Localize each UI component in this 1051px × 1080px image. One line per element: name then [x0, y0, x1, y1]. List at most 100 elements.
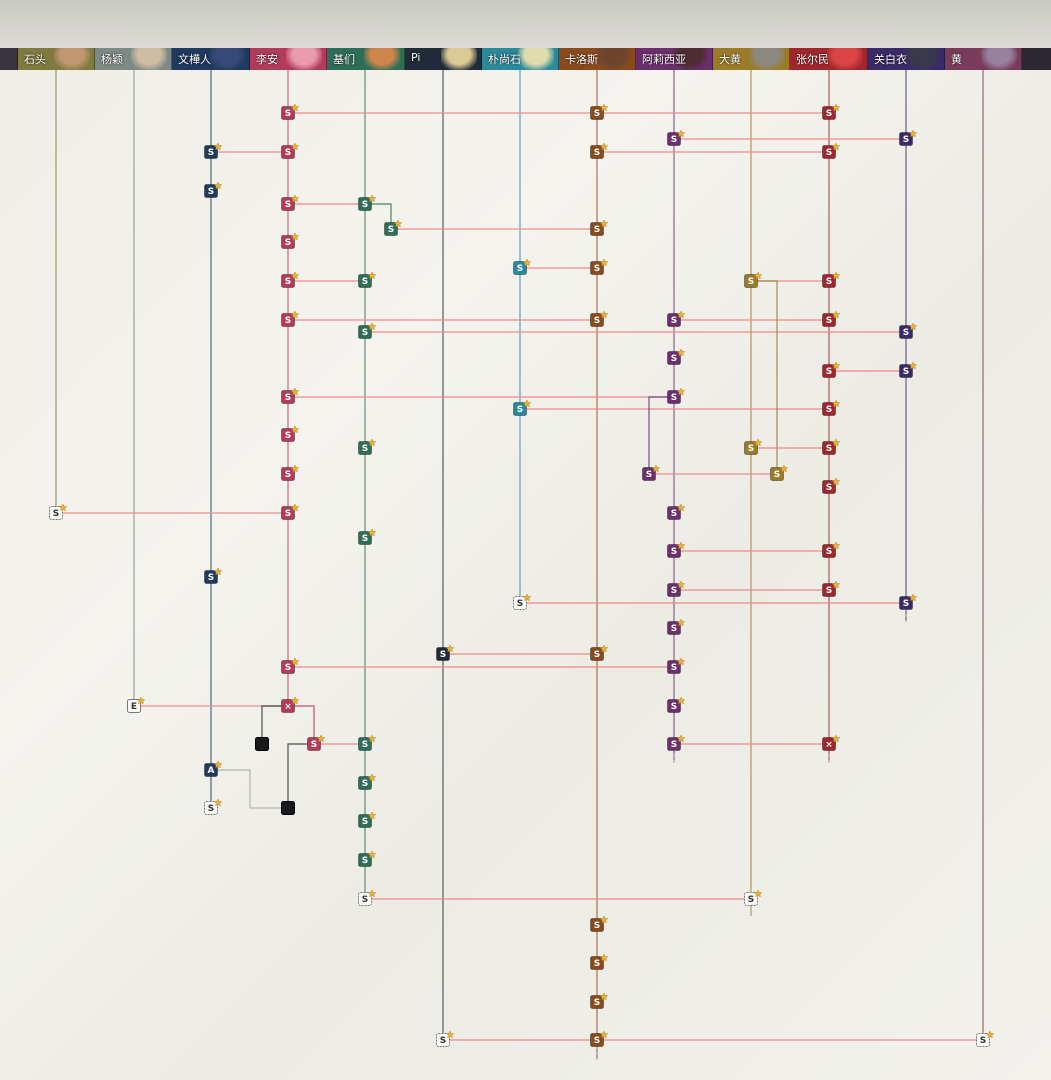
- scene-node[interactable]: S: [899, 361, 918, 378]
- character-tab[interactable]: 李安: [250, 48, 327, 70]
- scene-node[interactable]: S: [436, 1030, 455, 1047]
- scene-node[interactable]: S: [642, 464, 661, 481]
- scene-node[interactable]: S: [667, 734, 686, 751]
- star-badge-icon: [753, 438, 763, 447]
- scene-node[interactable]: S: [899, 593, 918, 610]
- character-tab[interactable]: 基们: [327, 48, 405, 70]
- character-tab[interactable]: 石头: [18, 48, 95, 70]
- scene-node[interactable]: S: [281, 310, 300, 327]
- scene-node[interactable]: ×: [281, 696, 300, 713]
- scene-node[interactable]: S: [822, 438, 841, 455]
- character-tab[interactable]: 卡洛斯: [559, 48, 636, 70]
- scene-node[interactable]: S: [281, 387, 300, 404]
- scene-node[interactable]: S: [513, 593, 532, 610]
- scene-node[interactable]: E: [127, 696, 146, 713]
- scene-node[interactable]: S: [744, 271, 763, 288]
- scene-node[interactable]: S: [358, 850, 377, 867]
- scene-node[interactable]: S: [667, 541, 686, 558]
- scene-node[interactable]: S: [822, 271, 841, 288]
- scene-node[interactable]: S: [667, 387, 686, 404]
- scene-node[interactable]: S: [358, 528, 377, 545]
- scene-node[interactable]: S: [744, 889, 763, 906]
- scene-node[interactable]: S: [281, 194, 300, 211]
- scene-node[interactable]: S: [667, 310, 686, 327]
- scene-node[interactable]: S: [204, 567, 223, 584]
- character-tab[interactable]: Pi: [405, 48, 482, 70]
- scene-node[interactable]: S: [358, 811, 377, 828]
- scene-node[interactable]: S: [667, 657, 686, 674]
- character-tab[interactable]: 杨颖: [95, 48, 172, 70]
- scene-node[interactable]: S: [590, 953, 609, 970]
- scene-node[interactable]: S: [358, 194, 377, 211]
- scene-node[interactable]: S: [590, 915, 609, 932]
- scene-node[interactable]: S: [358, 271, 377, 288]
- scene-node[interactable]: [255, 737, 269, 751]
- scene-node[interactable]: S: [204, 181, 223, 198]
- scene-node[interactable]: S: [307, 734, 326, 751]
- scene-node[interactable]: S: [822, 310, 841, 327]
- scene-node[interactable]: S: [667, 503, 686, 520]
- scene-node[interactable]: S: [667, 348, 686, 365]
- scene-node[interactable]: S: [590, 310, 609, 327]
- scene-node[interactable]: S: [590, 219, 609, 236]
- node-box: [590, 145, 604, 159]
- scene-node[interactable]: S: [899, 129, 918, 146]
- scene-node[interactable]: S: [667, 696, 686, 713]
- scene-node[interactable]: S: [590, 1030, 609, 1047]
- scene-node[interactable]: S: [281, 103, 300, 120]
- scene-node[interactable]: S: [822, 541, 841, 558]
- scene-node[interactable]: [281, 801, 295, 815]
- character-tab[interactable]: 文樺人: [172, 48, 250, 70]
- scene-node[interactable]: S: [667, 580, 686, 597]
- star-badge-icon: [367, 850, 377, 859]
- scene-node[interactable]: S: [358, 773, 377, 790]
- scene-node[interactable]: S: [204, 798, 223, 815]
- scene-node[interactable]: S: [822, 477, 841, 494]
- character-tab[interactable]: 关白衣: [868, 48, 945, 70]
- scene-node[interactable]: S: [590, 992, 609, 1009]
- scene-node[interactable]: S: [281, 425, 300, 442]
- scene-node[interactable]: S: [281, 271, 300, 288]
- node-box: [667, 737, 681, 751]
- scene-node[interactable]: S: [281, 464, 300, 481]
- node-box: [744, 892, 758, 906]
- scene-node[interactable]: S: [590, 258, 609, 275]
- scene-node[interactable]: S: [281, 657, 300, 674]
- scene-node[interactable]: S: [899, 322, 918, 339]
- scene-node[interactable]: A: [204, 760, 223, 777]
- scene-node[interactable]: S: [590, 644, 609, 661]
- scene-node[interactable]: S: [590, 103, 609, 120]
- scene-node[interactable]: S: [49, 503, 68, 520]
- scene-node[interactable]: S: [822, 361, 841, 378]
- scene-node[interactable]: S: [358, 889, 377, 906]
- character-tab[interactable]: 朴尚石: [482, 48, 559, 70]
- scene-node[interactable]: S: [281, 503, 300, 520]
- scene-node[interactable]: S: [281, 232, 300, 249]
- scene-node[interactable]: S: [590, 142, 609, 159]
- scene-node[interactable]: S: [384, 219, 403, 236]
- node-box: [513, 596, 527, 610]
- scene-node[interactable]: S: [667, 129, 686, 146]
- scene-node[interactable]: S: [358, 438, 377, 455]
- scene-node[interactable]: S: [822, 142, 841, 159]
- character-tab[interactable]: 大黄: [713, 48, 790, 70]
- scene-node[interactable]: S: [358, 322, 377, 339]
- scene-node[interactable]: S: [822, 399, 841, 416]
- character-tab[interactable]: 张尔民: [790, 48, 868, 70]
- scene-node[interactable]: S: [744, 438, 763, 455]
- scene-node[interactable]: S: [358, 734, 377, 751]
- scene-node[interactable]: S: [822, 580, 841, 597]
- scene-node[interactable]: S: [976, 1030, 995, 1047]
- scene-node[interactable]: ×: [822, 734, 841, 751]
- node-glyph: S: [594, 998, 600, 1008]
- character-tab[interactable]: 黄: [945, 48, 1022, 70]
- scene-node[interactable]: S: [513, 258, 532, 275]
- scene-node[interactable]: S: [770, 464, 789, 481]
- scene-node[interactable]: S: [204, 142, 223, 159]
- scene-node[interactable]: S: [436, 644, 455, 661]
- character-tab[interactable]: 阿莉西亚: [636, 48, 713, 70]
- scene-node[interactable]: S: [822, 103, 841, 120]
- scene-node[interactable]: S: [281, 142, 300, 159]
- scene-node[interactable]: S: [667, 618, 686, 635]
- scene-node[interactable]: S: [513, 399, 532, 416]
